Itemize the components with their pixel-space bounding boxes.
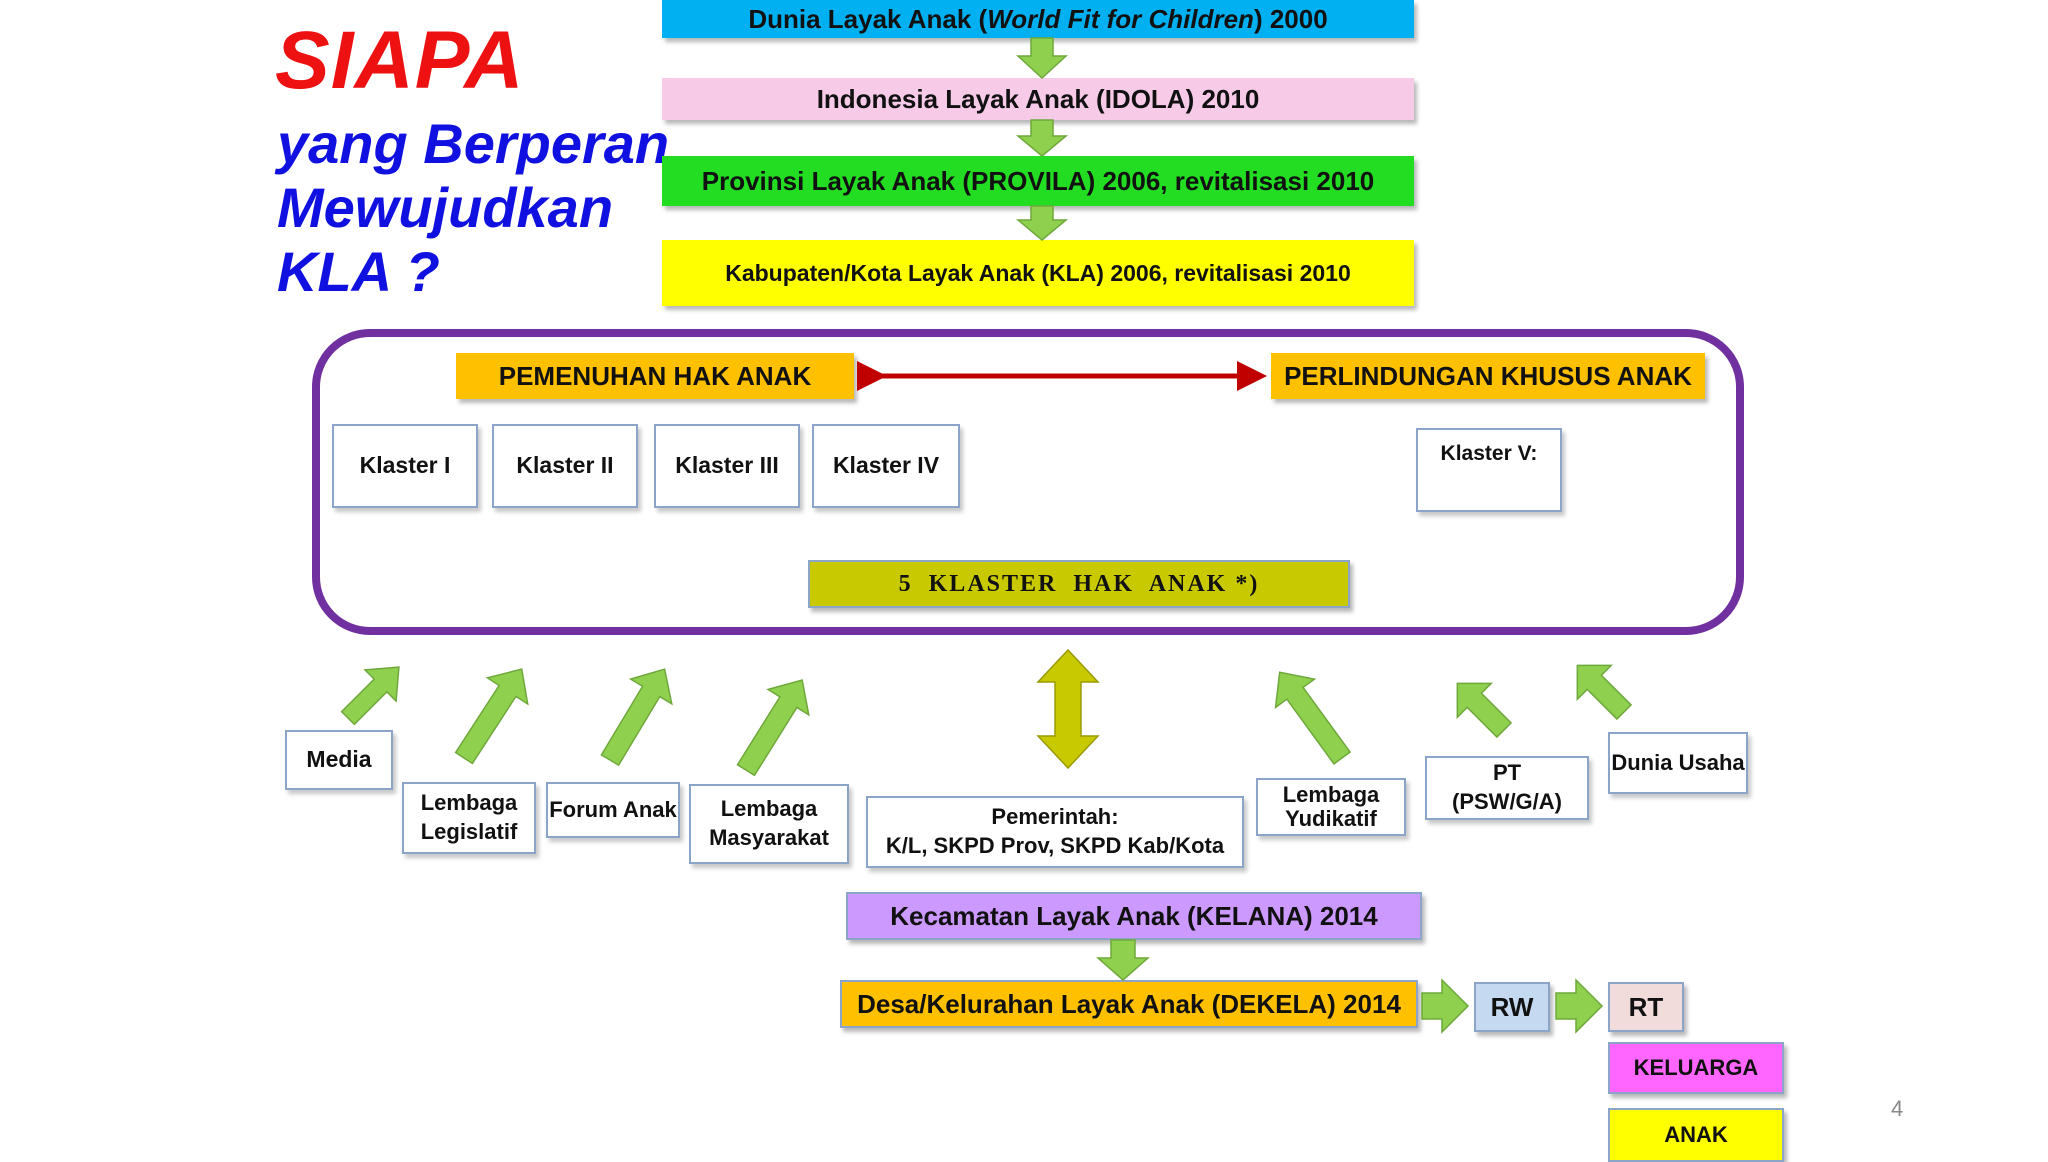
header-perlindungan: PERLINDUNGAN KHUSUS ANAK bbox=[1271, 353, 1705, 399]
right-arrow-rt bbox=[1555, 978, 1604, 1034]
down-arrow-2 bbox=[1015, 119, 1069, 157]
box-provila: Provinsi Layak Anak (PROVILA) 2006, revi… bbox=[662, 156, 1414, 206]
header-pemenuhan: PEMENUHAN HAK ANAK bbox=[456, 353, 854, 399]
cluster-2: Klaster II bbox=[492, 424, 638, 508]
pt-line-1: PT bbox=[1492, 760, 1522, 786]
title-siapa: SIAPA bbox=[275, 15, 525, 106]
title-line-4: KLA ? bbox=[277, 240, 440, 303]
pt-line-2: (PSW/G/A) bbox=[1452, 789, 1562, 814]
arrow-pt bbox=[1456, 682, 1513, 739]
down-arrow-4 bbox=[1096, 939, 1150, 981]
box-idola: Indonesia Layak Anak (IDOLA) 2010 bbox=[662, 78, 1414, 120]
down-arrow-3 bbox=[1015, 205, 1069, 241]
dunia-post: ) 2000 bbox=[1253, 3, 1328, 34]
title-line-3: Mewujudkan bbox=[277, 176, 614, 239]
box-dunia-layak-anak: Dunia Layak Anak (World Fit for Children… bbox=[662, 0, 1414, 38]
actor-legislatif: Lembaga Legislatif bbox=[402, 782, 536, 854]
arrow-forum bbox=[600, 668, 673, 767]
title-question: yang Berperan Mewujudkan KLA ? bbox=[277, 112, 669, 304]
actor-forum-anak: Forum Anak bbox=[546, 782, 680, 838]
dunia-pre: Dunia Layak Anak ( bbox=[748, 3, 988, 34]
pemerintah-line-2: K/L, SKPD Prov, SKPD Kab/Kota bbox=[885, 833, 1225, 858]
double-arrow-pemerintah bbox=[1036, 648, 1100, 770]
page-number: 4 bbox=[1891, 1096, 1904, 1121]
box-kelana: Kecamatan Layak Anak (KELANA) 2014 bbox=[846, 892, 1422, 940]
actor-pt: PT (PSW/G/A) bbox=[1425, 756, 1589, 820]
arrow-media bbox=[340, 666, 400, 726]
down-arrow-1 bbox=[1016, 37, 1068, 80]
dunia-em: World Fit for Children bbox=[987, 3, 1254, 34]
kla-frame bbox=[312, 329, 1744, 635]
actor-masyarakat: Lembaga Masyarakat bbox=[689, 784, 849, 864]
arrow-dunia-usaha bbox=[1576, 664, 1633, 721]
cluster-3: Klaster III bbox=[654, 424, 800, 508]
arrow-legislatif bbox=[454, 668, 529, 765]
cluster-1: Klaster I bbox=[332, 424, 478, 508]
box-kla: Kabupaten/Kota Layak Anak (KLA) 2006, re… bbox=[662, 240, 1414, 306]
box-dekela: Desa/Kelurahan Layak Anak (DEKELA) 2014 bbox=[840, 980, 1418, 1028]
box-keluarga: KELUARGA bbox=[1608, 1042, 1784, 1094]
actor-dunia-usaha: Dunia Usaha bbox=[1608, 732, 1748, 794]
right-arrow-rw bbox=[1421, 978, 1470, 1034]
arrow-yudikatif bbox=[1274, 671, 1352, 765]
arrow-masyarakat bbox=[736, 679, 810, 777]
cluster-5: Klaster V: bbox=[1416, 428, 1562, 512]
box-rw: RW bbox=[1474, 982, 1550, 1032]
actor-pemerintah: Pemerintah: K/L, SKPD Prov, SKPD Kab/Kot… bbox=[866, 796, 1244, 868]
pemerintah-line-1: Pemerintah: bbox=[991, 804, 1119, 830]
title-line-2: yang Berperan bbox=[277, 112, 670, 175]
cluster-4: Klaster IV bbox=[812, 424, 960, 508]
five-clusters-label: 5 KLASTER HAK ANAK *) bbox=[808, 560, 1350, 608]
box-rt: RT bbox=[1608, 982, 1684, 1032]
actor-media: Media bbox=[285, 730, 393, 790]
actor-yudikatif: Lembaga Yudikatif bbox=[1256, 778, 1406, 836]
